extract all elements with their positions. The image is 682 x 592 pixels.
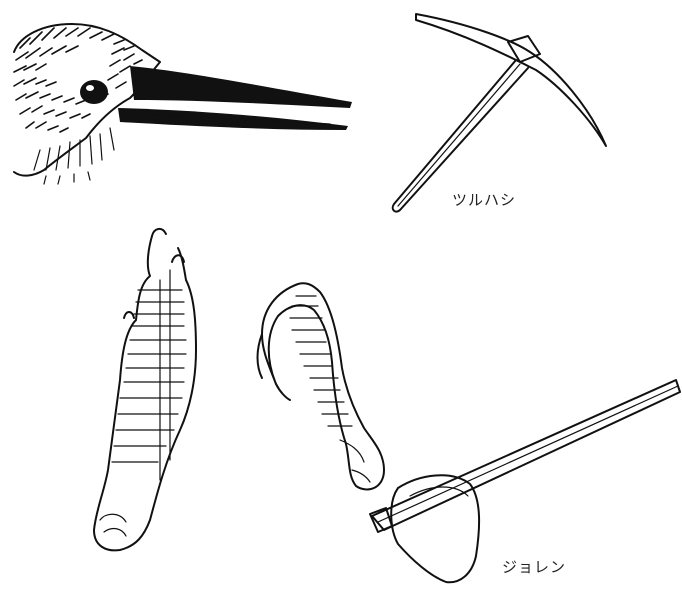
pickaxe-illustration — [393, 14, 606, 212]
bird-upper-beak — [130, 66, 352, 108]
pickaxe-label: ツルハシ — [452, 189, 516, 210]
bird-eye — [80, 80, 108, 104]
bird-foot-front-illustration — [94, 229, 196, 550]
jyoren-label: ジョレン — [502, 556, 566, 577]
bird-head-illustration — [14, 24, 352, 184]
bird-foot-side-illustration — [258, 283, 385, 489]
foot-scales — [100, 270, 186, 536]
leg-scales — [290, 296, 370, 482]
jyoren-rake-illustration — [370, 380, 680, 582]
neck-hatching — [34, 128, 114, 184]
